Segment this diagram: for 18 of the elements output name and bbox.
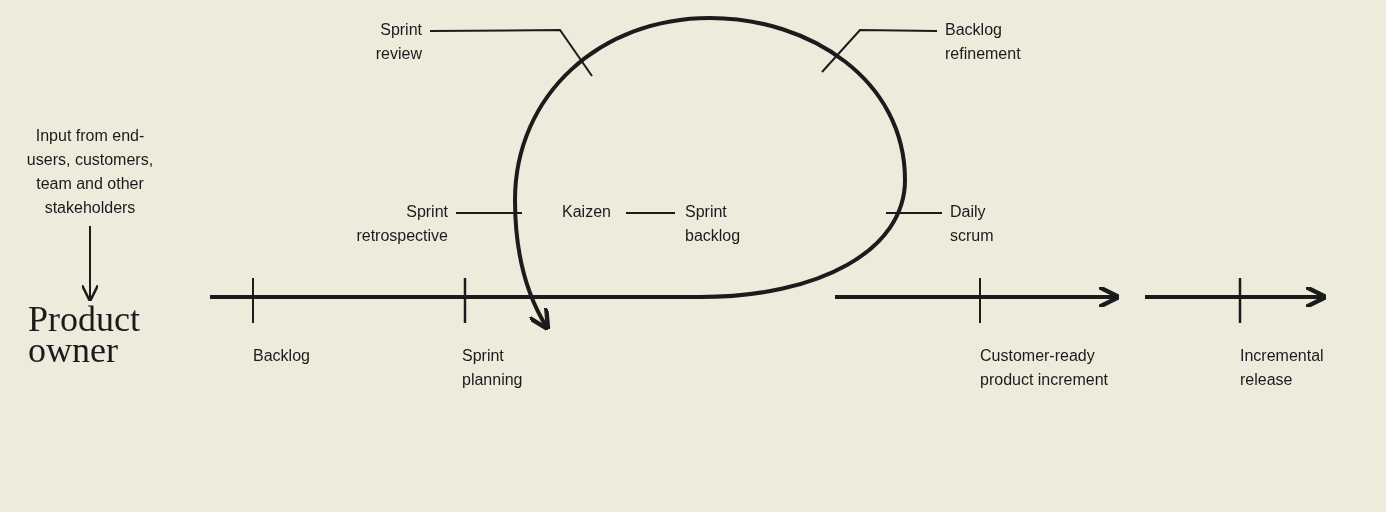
leader-line (885, 212, 943, 214)
timeline-label: Sprint planning (462, 346, 524, 390)
event-label: Backlog refinement (945, 18, 1055, 66)
timeline-label: Backlog (253, 346, 311, 366)
role-label: Product owner (28, 304, 154, 366)
event-label: Sprint review (340, 18, 422, 66)
timeline-label: Customer-ready product increment (980, 346, 1110, 390)
timeline-label: Incremental release (1240, 346, 1325, 390)
event-label: Sprint retrospective (330, 200, 448, 248)
connector-line (625, 212, 676, 214)
artifact-label: Sprint backlog (685, 200, 755, 248)
leader-line (821, 29, 938, 73)
input-note: Input from end-users, customers, team and other stakeholders (25, 124, 155, 220)
arrow (80, 225, 100, 303)
practice-label: Kaizen (562, 200, 616, 224)
leader-line (429, 29, 593, 77)
event-label: Daily scrum (950, 200, 1010, 248)
leader-line (455, 212, 523, 214)
